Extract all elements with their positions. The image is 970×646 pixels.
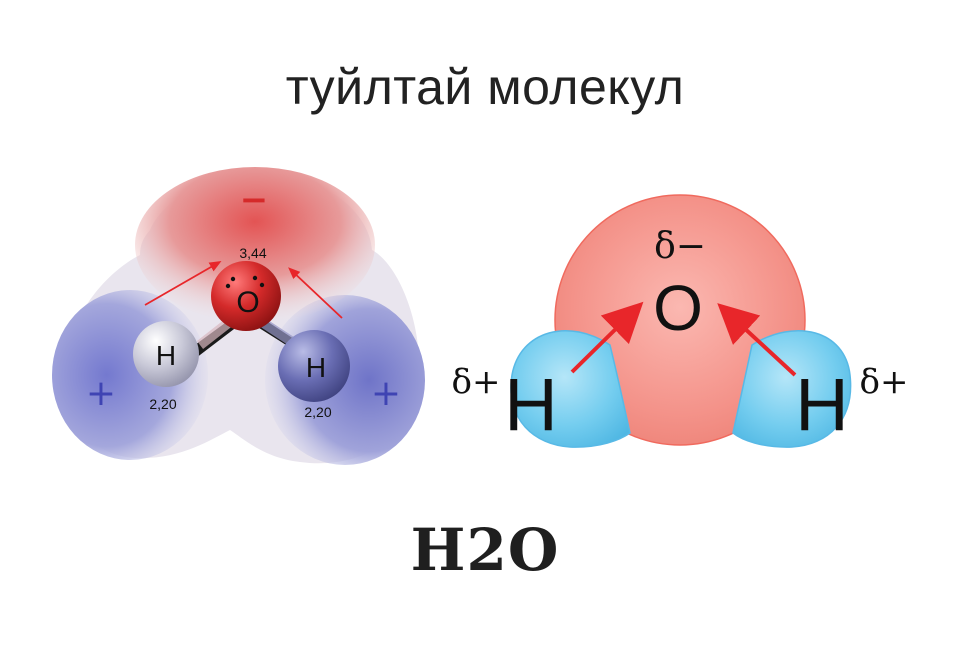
polarity-arrow-right bbox=[288, 267, 343, 319]
page-title: туйлтай молекул bbox=[285, 59, 685, 115]
hydrogen-symbol-left: H bbox=[156, 340, 176, 371]
electrostatic-model: O H H 3,44 2,20 2,20 − + + bbox=[52, 167, 425, 465]
hydrogen-symbol-right: H bbox=[306, 352, 326, 383]
hydrogen-sphere-right bbox=[732, 330, 852, 448]
polarity-arrow-right-2 bbox=[717, 303, 797, 377]
polarity-arrow-left bbox=[144, 261, 222, 306]
hydrogen-left-partial-charge: δ+ bbox=[452, 362, 501, 402]
oxygen-electronegativity: 3,44 bbox=[239, 245, 266, 261]
oxygen-partial-charge: δ− bbox=[654, 226, 706, 267]
oxygen-atom bbox=[211, 261, 281, 331]
oxygen-symbol: O bbox=[236, 286, 259, 319]
hydrogen-right-partial-charge: δ+ bbox=[860, 362, 909, 402]
hydrogen-sphere-left bbox=[510, 330, 631, 448]
hydrogen-right-electronegativity: 2,20 bbox=[304, 404, 331, 420]
negative-sign: − bbox=[240, 180, 269, 220]
hydrogen-symbol-right-2: H bbox=[795, 363, 848, 446]
lone-pair-dots bbox=[225, 275, 265, 289]
negative-region bbox=[135, 167, 375, 323]
oxygen-symbol-2: O bbox=[653, 272, 703, 344]
formula: H2O bbox=[410, 516, 560, 584]
polarity-arrow-left-2 bbox=[570, 301, 644, 374]
partial-charge-model: O δ− H H δ+ δ+ bbox=[452, 194, 909, 448]
positive-sign-left: + bbox=[86, 373, 116, 414]
hydrogen-left-electronegativity: 2,20 bbox=[149, 396, 176, 412]
bond-right-fill bbox=[259, 317, 297, 348]
hydrogen-atom-right bbox=[278, 330, 350, 402]
hydrogen-atom-left bbox=[133, 321, 199, 387]
positive-sign-right: + bbox=[371, 373, 401, 414]
hydrogen-symbol-left-2: H bbox=[504, 363, 557, 446]
